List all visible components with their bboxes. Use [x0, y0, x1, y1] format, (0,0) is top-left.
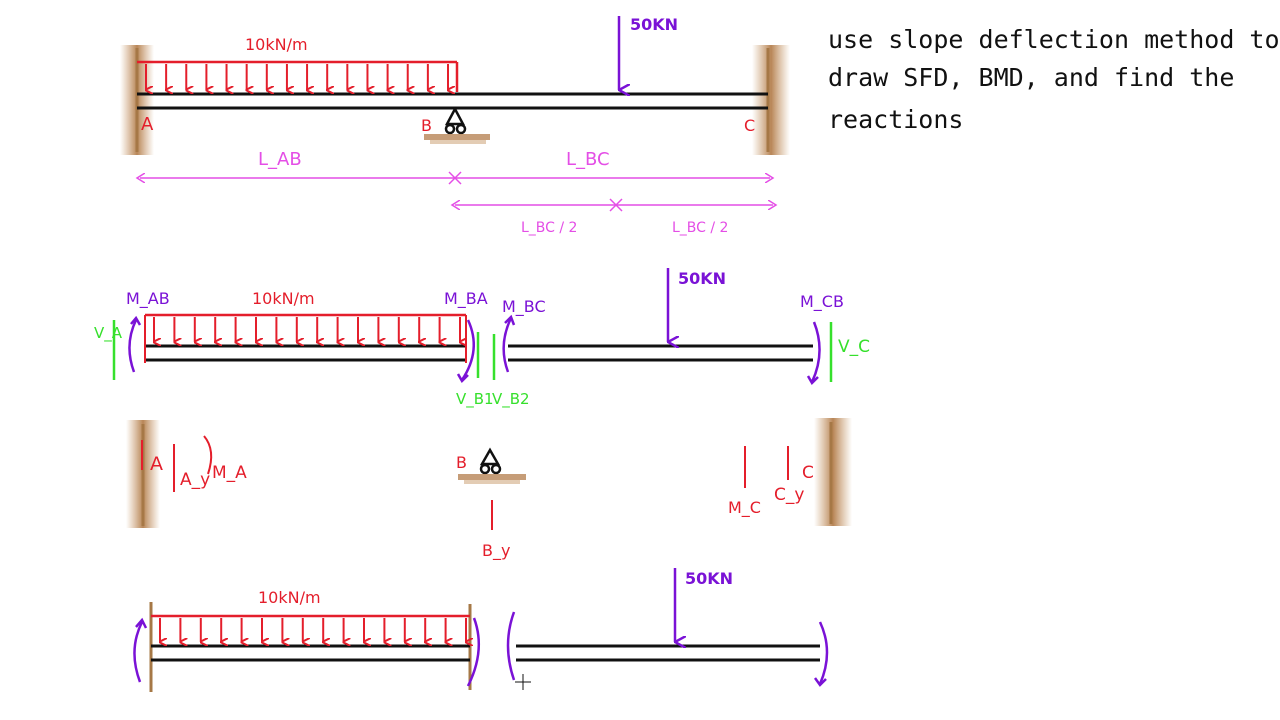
- span-ab-label: L_AB: [258, 149, 302, 170]
- support-a-label: A: [141, 114, 154, 135]
- reaction-by-label: B_y: [482, 541, 510, 561]
- support-c-label: C: [744, 116, 755, 135]
- shear-b2-label: V_B2: [492, 390, 530, 409]
- beam3-udl-load: [151, 614, 470, 642]
- reaction-roller-b: [458, 447, 526, 484]
- reaction-ay-label: A_y: [180, 470, 210, 490]
- beam3-moment-b-right: [506, 611, 516, 681]
- beam3-moment-b-left: [466, 617, 480, 687]
- beam3-moment-c: [818, 621, 829, 685]
- instruction-text: use slope deflection method to draw SFD,…: [828, 25, 1280, 134]
- moment-ba-label: M_BA: [444, 289, 488, 309]
- instruction-line-1: use slope deflection method to: [828, 25, 1280, 54]
- shear-a-label: V_A: [94, 324, 123, 343]
- fixed-support-c: [752, 45, 790, 155]
- reaction-c-label: C: [802, 463, 814, 483]
- point-load-label: 50KN: [630, 15, 678, 34]
- reactions-diagram: A A_y M_A B B_y C M_C C_y: [126, 418, 852, 561]
- crosshair-cursor-icon: [515, 674, 531, 690]
- reaction-b-label: B: [456, 453, 467, 472]
- moment-bc-label: M_BC: [502, 297, 546, 317]
- problem-beam: 10kN/m 50KN A B C L_AB L_BC L_BC / 2 L_B…: [120, 15, 790, 236]
- half-span-label-2: L_BC / 2: [672, 220, 728, 236]
- reaction-wall-c: [814, 418, 852, 526]
- moment-cb-label: M_CB: [800, 292, 844, 312]
- span-bc-label: L_BC: [566, 149, 610, 170]
- solution-beam: 10kN/m 50KN: [133, 568, 829, 692]
- reaction-ma-arrow: [203, 435, 213, 475]
- fbd-udl-load: [145, 313, 466, 342]
- roller-support-b: [424, 106, 490, 144]
- reaction-ma-label: M_A: [212, 463, 247, 483]
- moment-bc-arrow: [502, 317, 513, 373]
- beam3-moment-a: [133, 621, 144, 683]
- beam3-udl-label: 10kN/m: [258, 588, 321, 607]
- moment-ab-arrow: [128, 319, 138, 373]
- half-span-label-1: L_BC / 2: [521, 220, 577, 236]
- instruction-line-2: draw SFD, BMD, and find the: [828, 63, 1234, 92]
- reaction-mc-label: M_C: [728, 498, 761, 518]
- dimension-lines: [140, 171, 773, 212]
- beam3-point-load-label: 50KN: [685, 569, 733, 588]
- fbd-point-load-label: 50KN: [678, 269, 726, 288]
- instruction-line-3: reactions: [828, 105, 963, 134]
- moment-ab-label: M_AB: [126, 289, 170, 309]
- fbd-udl-label: 10kN/m: [252, 289, 315, 308]
- shear-c-label: V_C: [838, 337, 870, 357]
- reaction-a-label: A: [150, 453, 163, 475]
- free-body-diagram: 10kN/m 50KN M_AB M_BA M_BC M_CB V_A V_B1…: [94, 268, 870, 409]
- udl-label: 10kN/m: [245, 35, 308, 54]
- support-b-label: B: [421, 116, 432, 135]
- udl-load: [137, 60, 459, 92]
- moment-cb-arrow: [810, 321, 821, 383]
- shear-b1-label: V_B1: [456, 390, 494, 409]
- moment-ba-arrow: [460, 319, 475, 381]
- reaction-cy-label: C_y: [774, 485, 804, 505]
